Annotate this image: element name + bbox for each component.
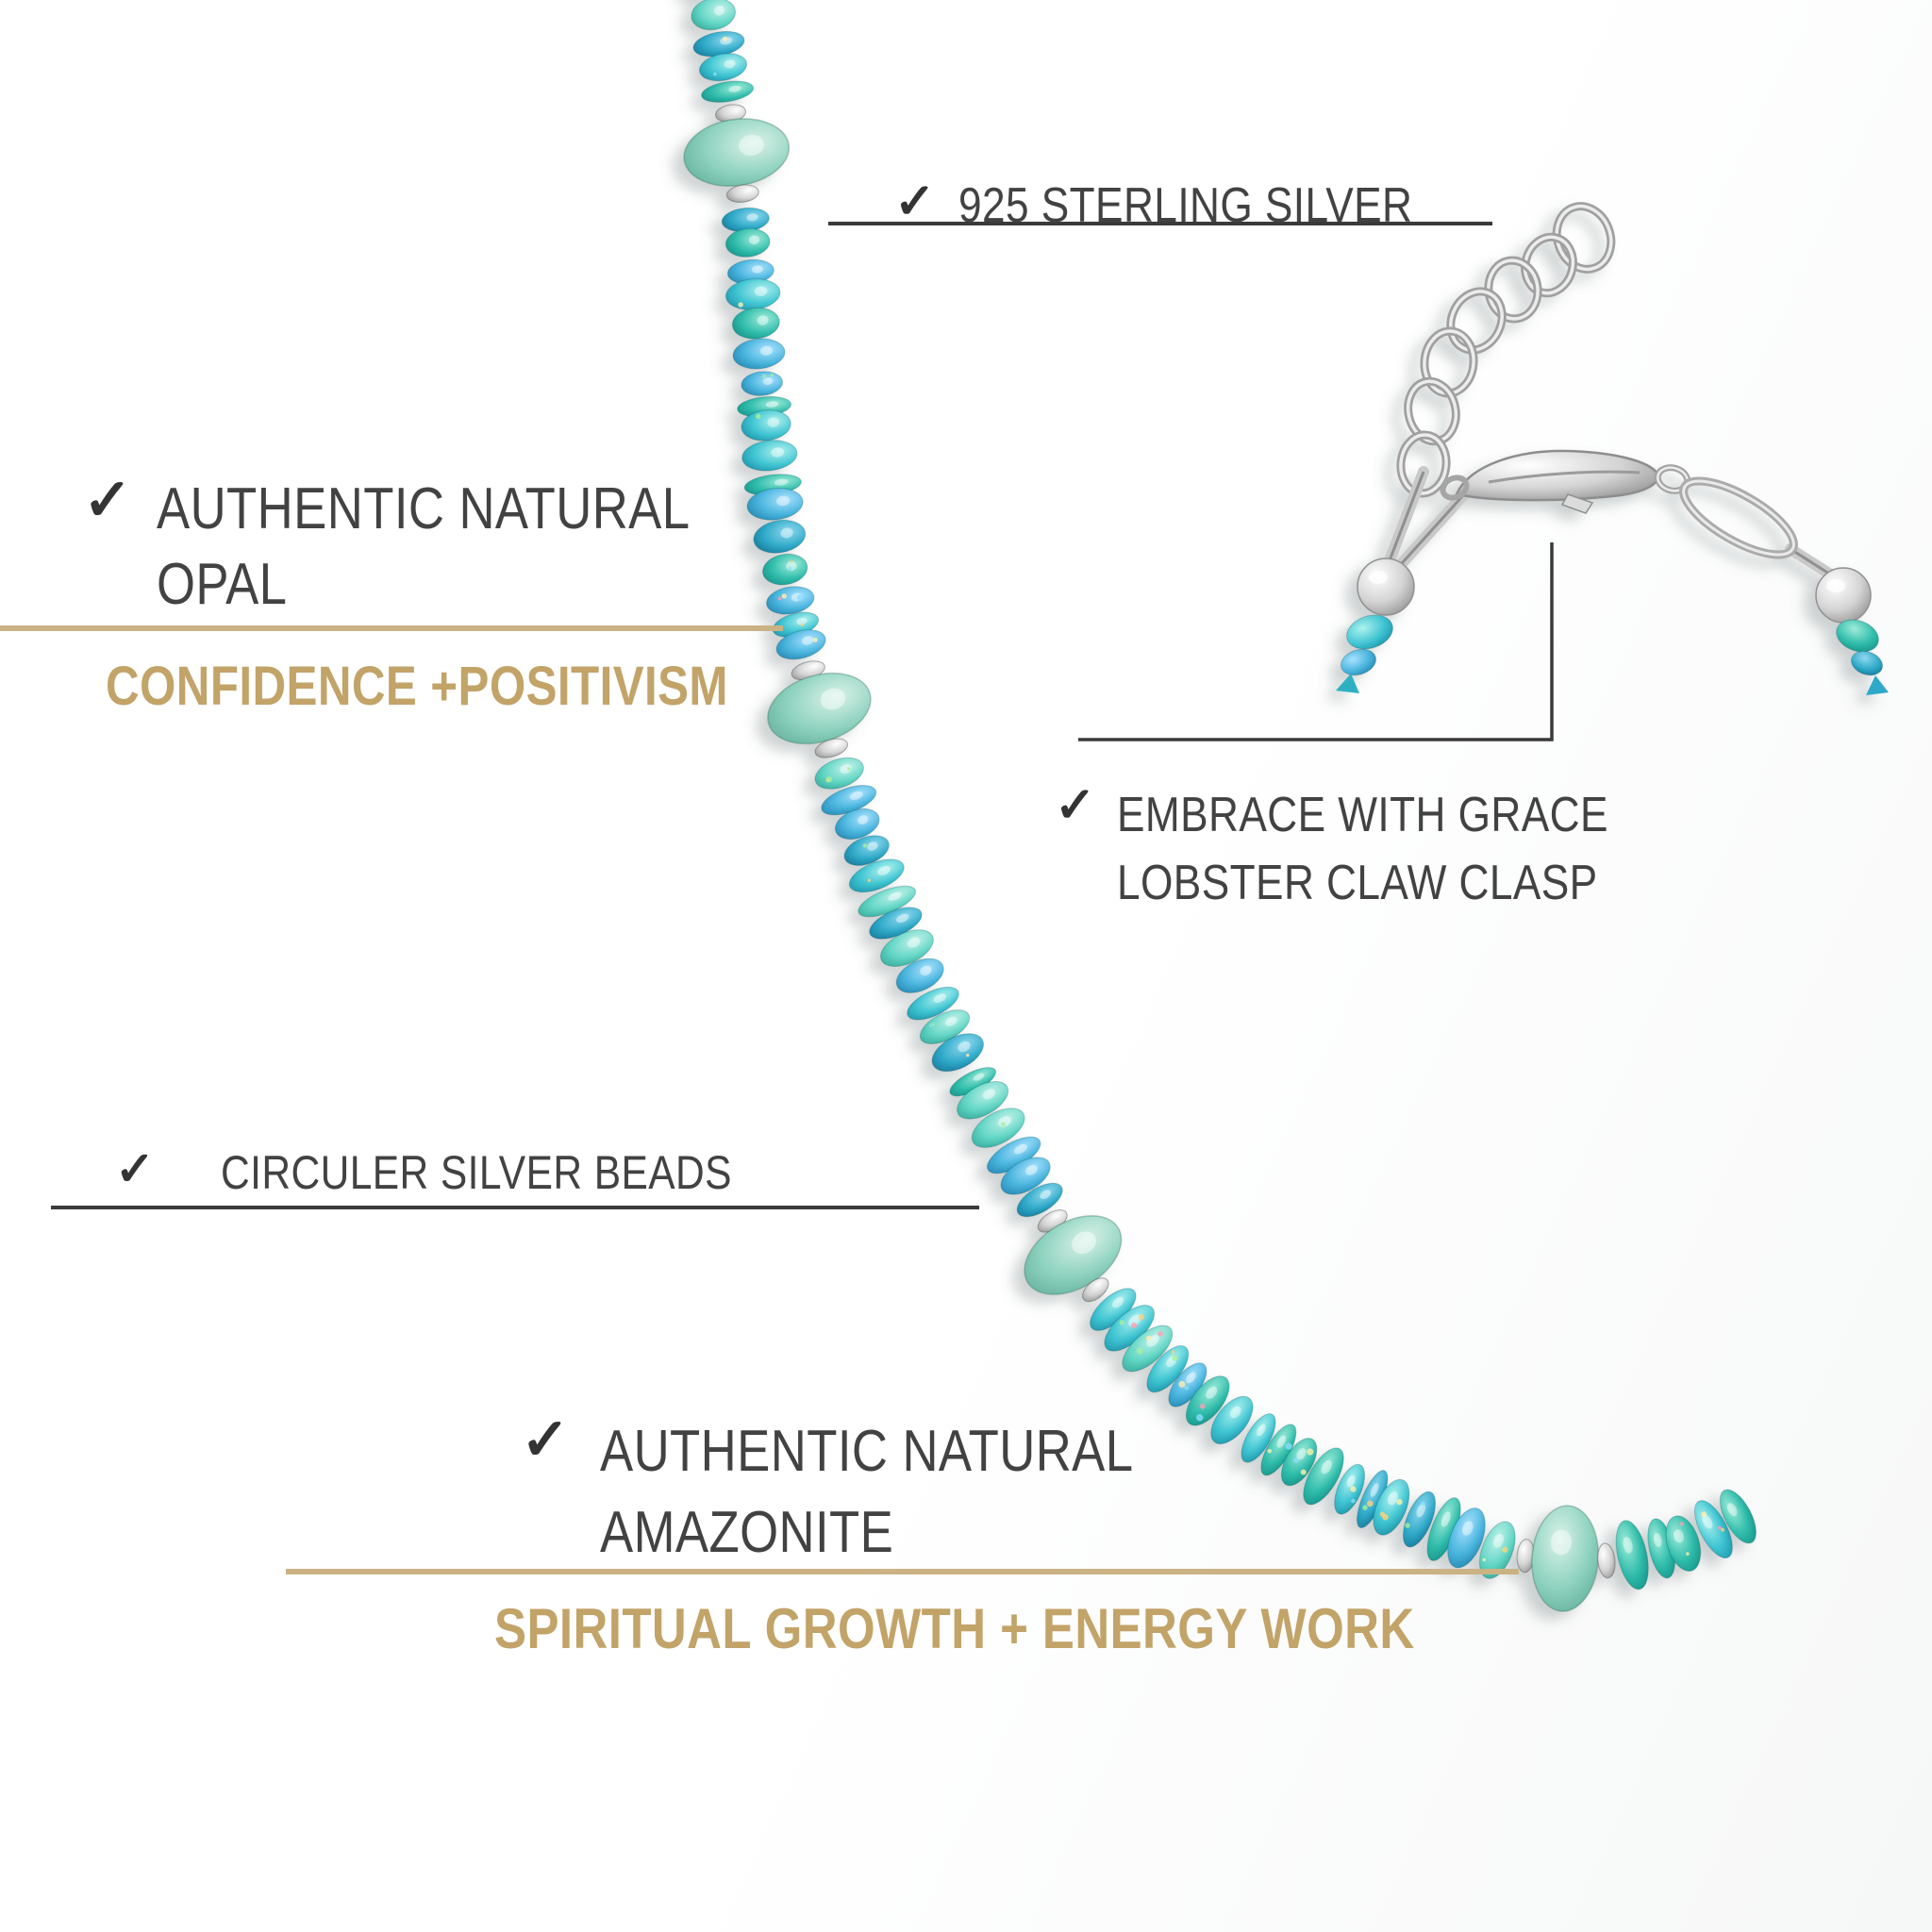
checkmark-icon: ✓ xyxy=(894,175,936,229)
necklace-strand xyxy=(683,0,1757,1612)
silver-beads-label: CIRCULER SILVER BEADS xyxy=(220,1146,732,1199)
callout-lines xyxy=(0,222,1554,1574)
opal-label-line1: AUTHENTIC NATURAL xyxy=(156,476,691,541)
annotation-amazonite: ✓ AUTHENTIC NATURAL AMAZONITE xyxy=(521,1411,1227,1574)
checkmark-icon: ✓ xyxy=(521,1407,570,1473)
clasp-label-line2: LOBSTER CLAW CLASP xyxy=(1116,856,1598,910)
sterling-silver-label: 925 STERLING SILVER xyxy=(958,178,1412,233)
amazonite-label-line1: AUTHENTIC NATURAL xyxy=(599,1419,1134,1484)
clasp-label: EMBRACE WITH GRACE LOBSTER CLAW CLASP xyxy=(1117,781,1608,917)
checkmark-icon: ✓ xyxy=(83,468,132,533)
opal-benefit: CONFIDENCE +POSITIVISM xyxy=(106,655,838,718)
annotation-silver-beads: ✓ CIRCULER SILVER BEADS xyxy=(115,1145,822,1200)
amazonite-benefit-text: SPIRITUAL GROWTH + ENERGY WORK xyxy=(494,1597,1415,1660)
checkmark-icon: ✓ xyxy=(115,1142,155,1195)
annotation-clasp: ✓ EMBRACE WITH GRACE LOBSTER CLAW CLASP xyxy=(1055,781,1694,917)
clasp-label-line1: EMBRACE WITH GRACE xyxy=(1116,788,1608,842)
amazonite-label-line2: AMAZONITE xyxy=(599,1500,894,1565)
annotation-opal: ✓ AUTHENTIC NATURAL OPAL xyxy=(83,472,784,623)
checkmark-icon: ✓ xyxy=(1055,778,1096,833)
clasp-assembly xyxy=(1336,202,1889,695)
clasp-connector-line xyxy=(1078,542,1554,741)
amazonite-benefit: SPIRITUAL GROWTH + ENERGY WORK xyxy=(494,1596,1577,1661)
opal-label: AUTHENTIC NATURAL OPAL xyxy=(157,472,691,623)
annotation-sterling-silver: ✓ 925 STERLING SILVER xyxy=(894,177,1492,234)
opal-benefit-text: CONFIDENCE +POSITIVISM xyxy=(106,656,728,717)
opal-label-line2: OPAL xyxy=(156,552,288,617)
amazonite-label: AUTHENTIC NATURAL AMAZONITE xyxy=(600,1411,1134,1574)
